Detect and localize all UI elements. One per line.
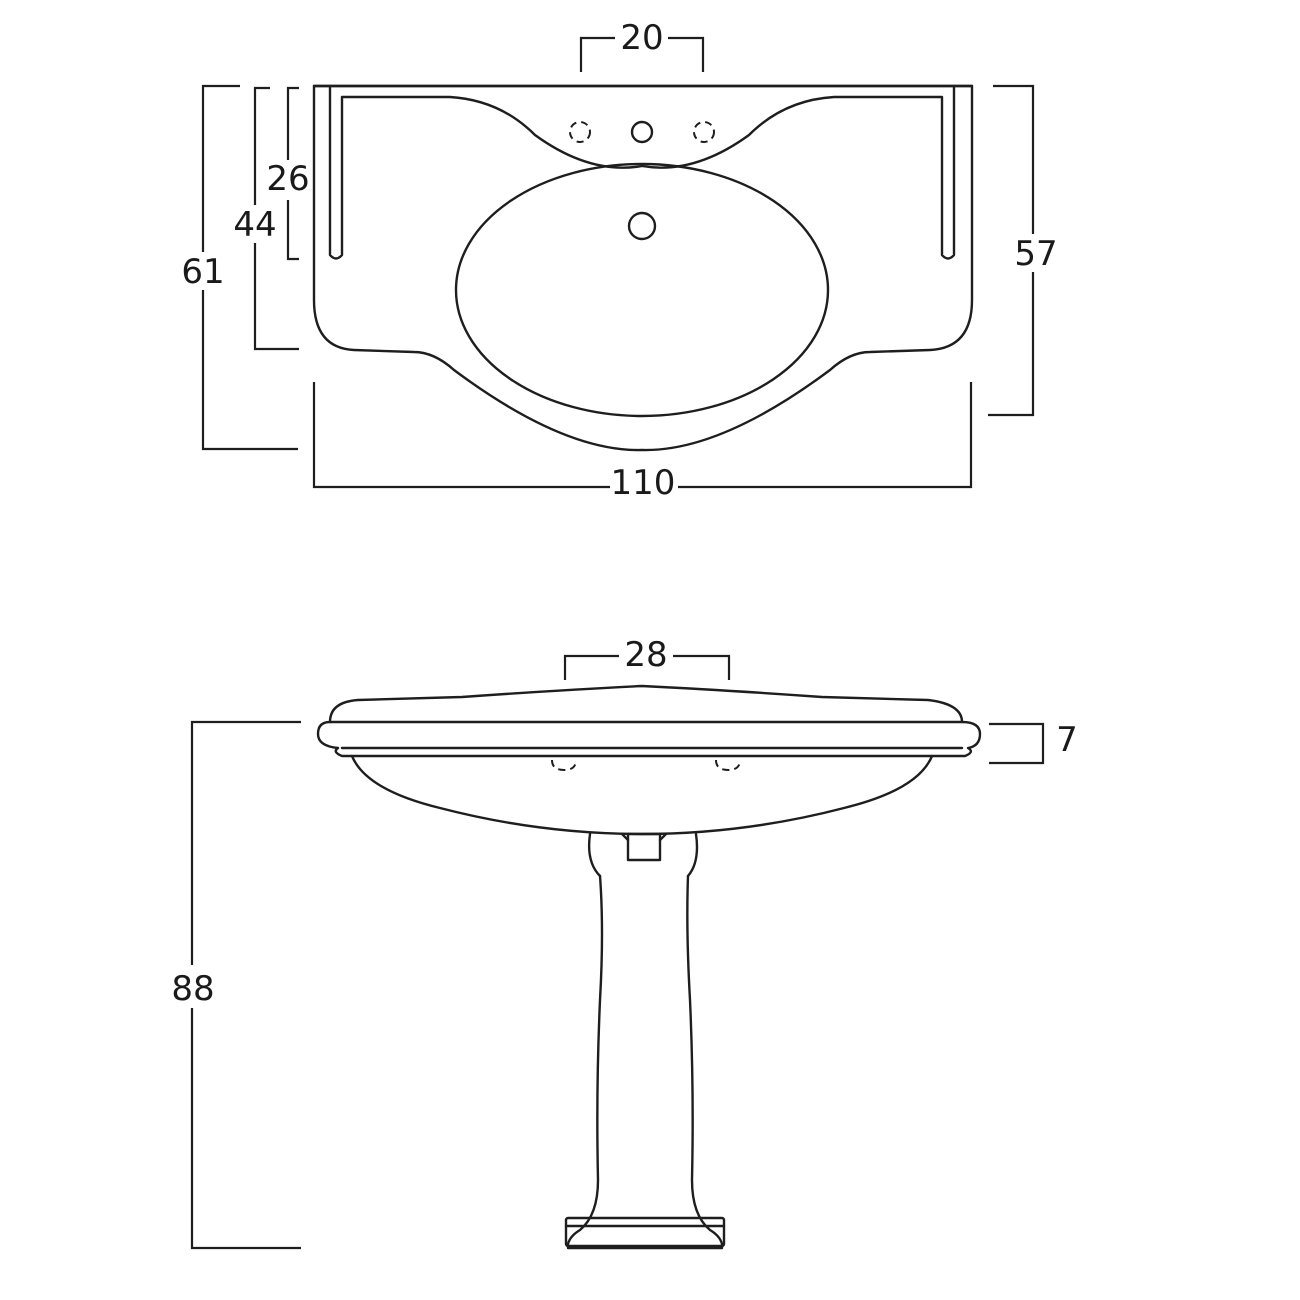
overflow-hole: [627, 211, 657, 241]
dim-top-span-right: [673, 654, 731, 680]
dim-width-label: 110: [611, 463, 676, 503]
dim-tap-spacing-left: [579, 36, 615, 72]
pedestal-base: [564, 1216, 726, 1248]
dim-rim-thickness-label: 7: [1056, 720, 1078, 760]
dim-overall-depth-top: [201, 84, 240, 252]
tap-deck-outline: [328, 84, 956, 260]
tap-hole-left: [569, 121, 591, 143]
dim-splashback-depth-label: 57: [1014, 234, 1057, 274]
dim-top-span-label: 28: [624, 635, 667, 675]
basin-front-view: [316, 684, 982, 1250]
bowl-ellipse: [454, 162, 830, 418]
dim-bowl-depth-label: 44: [233, 205, 276, 245]
dim-height-top: [190, 720, 301, 965]
waste-chamfer-right: [658, 832, 668, 842]
front-view-dimensions: 28 7 88: [171, 635, 1078, 1250]
tap-hole-center: [630, 120, 654, 144]
rim-top: [328, 684, 964, 724]
dim-overall-depth-label: 61: [181, 252, 224, 292]
dim-splashback-depth-top: [993, 84, 1035, 234]
dim-tap-spacing-label: 20: [620, 18, 663, 58]
dim-bowl-depth-bottom: [253, 243, 299, 351]
dim-top-span-left: [563, 654, 619, 680]
pedestal-column: [566, 874, 724, 1250]
waste-chamfer-left: [620, 832, 630, 842]
dim-tap-spacing-right: [668, 36, 705, 72]
dim-height-label: 88: [171, 969, 214, 1009]
tap-hole-right: [693, 121, 715, 143]
dim-inner-depth-label: 26: [266, 159, 309, 199]
dim-width-left: [312, 382, 610, 489]
dim-inner-depth-top: [286, 86, 299, 160]
dim-overall-depth-bottom: [201, 290, 298, 451]
dim-splashback-depth-bottom: [988, 272, 1035, 417]
dim-width-right: [678, 382, 973, 489]
dim-rim-thickness: [989, 722, 1045, 765]
tap-mark-right: [715, 759, 741, 772]
basin-top-view: [312, 84, 974, 452]
rim-slab: [316, 720, 982, 758]
tap-mark-left: [551, 759, 577, 772]
basin-body: [350, 754, 934, 836]
waste-outlet: [626, 832, 662, 862]
dim-inner-depth-bottom: [286, 200, 299, 261]
basin-outer-outline: [312, 84, 974, 452]
pedestal-collar: [587, 832, 699, 878]
top-view-dimensions: 20 26 44 61 57 110: [181, 18, 1057, 503]
dim-bowl-depth-top: [253, 86, 270, 205]
dim-height-bottom: [190, 1008, 301, 1250]
